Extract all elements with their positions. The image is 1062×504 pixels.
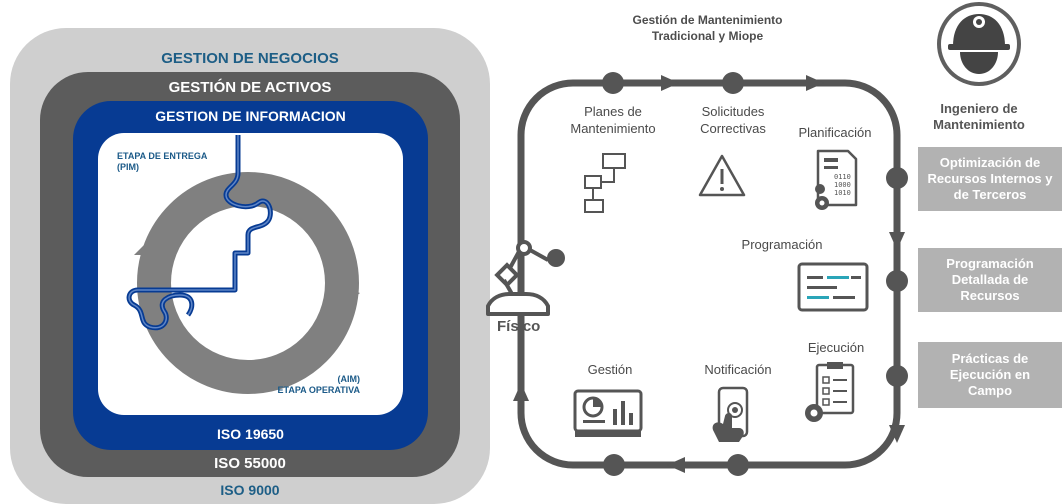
engineer-label-line1: Ingeniero de [940, 101, 1018, 116]
svg-text:1000: 1000 [834, 181, 851, 189]
loop-arrow-top-1 [661, 75, 679, 91]
side-box-practicas-line3: Campo [967, 383, 1013, 398]
flowchart-icon [584, 153, 626, 213]
step-planificacion-label: Planificación [798, 125, 872, 140]
maintenance-title-line1: Gestión de Mantenimiento [632, 13, 783, 27]
svg-text:1010: 1010 [834, 189, 851, 197]
loop-arrow-right-2 [889, 425, 905, 443]
step-planes-line2: Mantenimiento [570, 121, 656, 136]
maintenance-title: Gestión de Mantenimiento Tradicional y M… [600, 12, 815, 44]
step-solicitudes-line2: Correctivas [700, 121, 766, 136]
iso-19650-label: ISO 19650 [217, 426, 284, 442]
loop-node-programacion [886, 270, 908, 292]
gestion-informacion-title: GESTION DE INFORMACION [155, 108, 346, 124]
step-planes-line1: Planes de [584, 104, 642, 119]
loop-node-bottom-right [727, 454, 749, 476]
loop-node-bottom-left [603, 454, 625, 476]
loop-arrow-bottom [667, 457, 685, 473]
iso-9000-label: ISO 9000 [220, 482, 280, 498]
etapa-operativa-label: (AIM) ETAPA OPERATIVA [258, 374, 360, 396]
gantt-icon [797, 262, 869, 312]
etapa-operativa-text: ETAPA OPERATIVA [277, 385, 360, 395]
gestion-negocios-title: GESTION DE NEGOCIOS [161, 50, 339, 67]
step-notificacion-label: Notificación [704, 362, 772, 377]
etapa-operativa-code: (AIM) [337, 374, 361, 384]
step-solicitudes-label: Solicitudes Correctivas [680, 103, 786, 137]
checklist-icon [805, 362, 855, 422]
lifecycle-ring-diagram [126, 135, 360, 394]
loop-node-solicitudes [722, 72, 744, 94]
planning-doc-icon: 0110 1000 1010 [815, 149, 858, 210]
loop-arrow-right-1 [889, 232, 905, 250]
side-box-practicas-line1: Prácticas de [951, 351, 1029, 366]
engineer-label: Ingeniero de Mantenimiento [922, 101, 1036, 133]
side-box-practicas: Prácticas de Ejecución en Campo [918, 342, 1062, 408]
side-box-programacion-line1: Programación [946, 256, 1034, 271]
warning-icon [698, 154, 746, 197]
step-planes-label: Planes de Mantenimiento [555, 103, 671, 137]
maintenance-title-line2: Tradicional y Miope [651, 29, 764, 43]
step-gestion-label: Gestión [587, 362, 633, 377]
svg-text:0110: 0110 [834, 173, 851, 181]
engineer-label-line2: Mantenimiento [933, 117, 1025, 132]
etapa-entrega-code: (PIM) [117, 162, 139, 172]
gestion-activos-title: GESTIÓN DE ACTIVOS [168, 79, 332, 96]
side-box-optimizacion: Optimización de Recursos Internos y de T… [918, 147, 1062, 211]
ring-arrow-left [134, 237, 158, 255]
etapa-entrega-label: ETAPA DE ENTREGA (PIM) [117, 151, 207, 173]
step-programacion-label: Programación [741, 237, 823, 252]
ring-arrow-right [336, 285, 360, 309]
iso-55000-label: ISO 55000 [214, 455, 286, 472]
dashboard-icon [573, 389, 643, 437]
loop-node-optimizacion [886, 167, 908, 189]
side-box-programacion: Programación Detallada de Recursos [918, 248, 1062, 312]
step-ejecucion-label: Ejecución [807, 340, 865, 355]
side-box-programacion-line3: Recursos [960, 288, 1020, 303]
robot-arm-icon [486, 240, 565, 316]
loop-arrow-top-2 [806, 75, 824, 91]
side-box-optimizacion-line1: Optimización de [939, 155, 1041, 170]
loop-node-planes [602, 72, 624, 94]
side-box-practicas-line2: Ejecución en [949, 367, 1031, 382]
step-solicitudes-line1: Solicitudes [701, 104, 765, 119]
phone-touch-icon [712, 386, 749, 442]
puzzle-seam-highlight [128, 135, 272, 329]
fisico-label: Físico [497, 318, 541, 335]
side-box-optimizacion-line2: Recursos Internos y [927, 171, 1053, 186]
loop-arrow-left [513, 383, 529, 401]
side-box-optimizacion-line3: de Terceros [953, 187, 1027, 202]
side-box-programacion-line2: Detallada de [951, 272, 1029, 287]
engineer-helmet-icon [937, 2, 1021, 86]
lifecycle-ring [137, 172, 359, 394]
loop-node-ejecucion [886, 365, 908, 387]
etapa-entrega-text: ETAPA DE ENTREGA [117, 151, 208, 161]
